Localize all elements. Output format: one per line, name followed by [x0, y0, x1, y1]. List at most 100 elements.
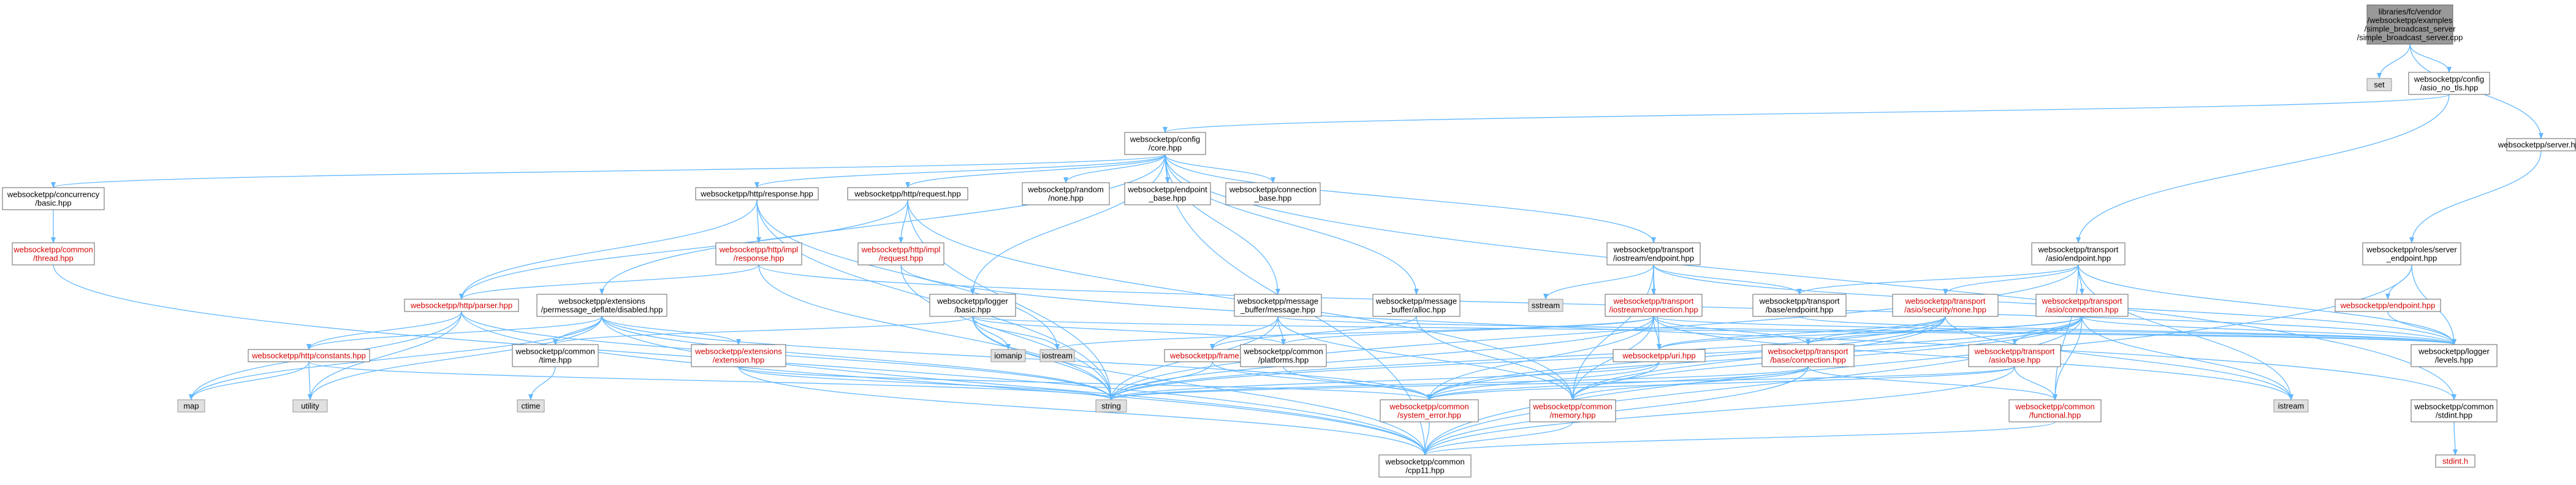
node-connection-base[interactable]: websocketpp/connection_base.hpp — [1225, 182, 1321, 205]
node-box — [1372, 294, 1461, 317]
edge-uri_hpp-to-common_memory — [1570, 361, 1660, 400]
node-server-endpoint[interactable]: websocketpp/roles/server_endpoint.hpp — [2362, 242, 2461, 265]
node-label-line: websocketpp/server.hpp — [2498, 140, 2576, 150]
node-system-error[interactable]: websocketpp/common/system_error.hpp — [1380, 399, 1479, 422]
node-label-line: /levels.hpp — [2435, 356, 2473, 365]
node-label-line: /base/connection.hpp — [1770, 356, 1846, 365]
node-uri-hpp[interactable]: websocketpp/uri.hpp — [1613, 349, 1706, 362]
edge-config_core-to-msg_buffer — [1165, 154, 1280, 295]
edge-asio_base-to-cpp11 — [1423, 366, 2015, 456]
node-label-line: websocketpp/http/impl — [719, 245, 799, 254]
node-stdint-h[interactable]: stdint.h — [2435, 454, 2475, 468]
node-label-line: /basic.hpp — [954, 305, 990, 315]
edge-uri_hpp-to-string — [1109, 361, 1660, 400]
node-label-line: /asio/base.hpp — [1989, 356, 2041, 365]
node-box — [404, 299, 519, 312]
node-common-thread[interactable]: websocketpp/common/thread.hpp — [12, 242, 95, 265]
node-box — [2366, 4, 2453, 45]
node-http-parser[interactable]: websocketpp/http/parser.hpp — [404, 299, 519, 312]
node-common-time[interactable]: websocketpp/common/time.hpp — [512, 344, 599, 367]
edge-asio_base-to-system_error — [1427, 366, 2015, 400]
node-label-line: /permessage_deflate/disabled.hpp — [541, 305, 663, 315]
node-label-line: websocketpp/endpoint.hpp — [2340, 301, 2436, 310]
node-box — [177, 399, 205, 413]
node-utility: utility — [292, 399, 328, 413]
node-iostream-endpoint[interactable]: websocketpp/transport/iostream/endpoint.… — [1606, 242, 1701, 265]
node-impl-response[interactable]: websocketpp/http/impl/response.hpp — [715, 242, 802, 265]
node-common-stdint[interactable]: websocketpp/common/stdint.hpp — [2411, 399, 2498, 422]
edge-server_hpp-to-server_endpoint — [2409, 150, 2542, 243]
node-msg-alloc[interactable]: websocketpp/message_buffer/alloc.hpp — [1372, 294, 1461, 317]
node-box — [1124, 182, 1211, 205]
node-http-response[interactable]: websocketpp/http/response.hpp — [695, 187, 819, 200]
edge-http_parser-to-utility — [308, 311, 462, 400]
node-concurrency-basic[interactable]: websocketpp/concurrency/basic.hpp — [2, 187, 105, 210]
node-endpoint-hpp[interactable]: websocketpp/endpoint.hpp — [2335, 299, 2441, 312]
node-root[interactable]: libraries/fc/vendor/websocketpp/examples… — [2357, 4, 2463, 45]
node-label-line: websocketpp/message — [1237, 297, 1318, 306]
node-box — [2273, 399, 2309, 413]
node-label-line: websocketpp/concurrency — [7, 190, 100, 199]
node-server-hpp[interactable]: websocketpp/server.hpp — [2498, 138, 2576, 151]
node-logger-levels[interactable]: websocketpp/logger/levels.hpp — [2411, 344, 2498, 367]
node-label-line: websocketpp/common — [13, 245, 93, 254]
node-asio-base[interactable]: websocketpp/transport/asio/base.hpp — [1968, 344, 2061, 367]
node-label-line: /thread.hpp — [33, 254, 74, 263]
node-cpp11[interactable]: websocketpp/common/cpp11.hpp — [1378, 454, 1472, 478]
edge-http_parser-to-cpp11 — [461, 311, 1427, 456]
edge-asio_connection-to-string — [1109, 316, 2083, 400]
edge-http_request-to-impl_request — [899, 199, 908, 243]
node-frame-hpp[interactable]: websocketpp/frame.hpp — [1164, 349, 1261, 362]
node-msg-buffer[interactable]: websocketpp/message_buffer/message.hpp — [1234, 294, 1322, 317]
node-label-line: /stdint.hpp — [2436, 411, 2472, 420]
node-asio-no-tls[interactable]: websocketpp/config/asio_no_tls.hpp — [2408, 72, 2490, 95]
node-label-line: websocketpp/http/request.hpp — [854, 189, 960, 199]
node-random-none[interactable]: websocketpp/random/none.hpp — [1022, 182, 1110, 205]
node-iostream-connection[interactable]: websocketpp/transport/iostream/connectio… — [1605, 294, 1703, 317]
edge-msg_alloc-to-frame_hpp — [1210, 316, 1417, 350]
node-base-endpoint[interactable]: websocketpp/transport/base/endpoint.hpp — [1752, 294, 1847, 317]
edge-logger_basic-to-logger_levels — [972, 316, 2456, 345]
node-label-line: /time.hpp — [539, 356, 571, 365]
node-config-core[interactable]: websocketpp/config/core.hpp — [1124, 132, 1206, 155]
edge-endpoint_hpp-to-logger_levels — [2387, 311, 2456, 345]
node-box — [2408, 72, 2490, 95]
edge-asio_endpoint-to-security_none — [1943, 264, 2079, 295]
node-set: set — [2366, 78, 2392, 91]
edge-logger_basic-to-iomanip — [972, 316, 1011, 350]
edge-base_connection-to-string — [1109, 366, 1809, 400]
node-label-line: /none.hpp — [1048, 194, 1084, 203]
node-label-line: /iostream/connection.hpp — [1609, 305, 1698, 315]
node-label-line: websocketpp/extensions — [558, 297, 645, 306]
node-base-connection[interactable]: websocketpp/transport/base/connection.hp… — [1761, 344, 1855, 367]
node-ext-extension[interactable]: websocketpp/extensions/extension.hpp — [691, 344, 786, 367]
node-label-line: websocketpp/connection — [1229, 185, 1316, 194]
node-asio-endpoint[interactable]: websocketpp/transport/asio/endpoint.hpp — [2031, 242, 2126, 265]
node-asio-connection[interactable]: websocketpp/transport/asio/connection.hp… — [2035, 294, 2129, 317]
node-label-line: /base/endpoint.hpp — [1766, 305, 1834, 315]
node-ext-disabled[interactable]: websocketpp/extensions/permessage_deflat… — [536, 294, 667, 317]
node-label-line: websocketpp/roles/server — [2366, 245, 2457, 254]
node-label-line: /simple_broadcast_server — [2365, 25, 2456, 34]
node-http-request[interactable]: websocketpp/http/request.hpp — [847, 187, 968, 200]
node-label-line: websocketpp/common — [2015, 402, 2094, 411]
node-logger-basic[interactable]: websocketpp/logger/basic.hpp — [929, 294, 1016, 317]
node-common-functional[interactable]: websocketpp/common/functional.hpp — [2008, 399, 2102, 422]
edge-config_core-to-iostream_endpoint — [1165, 154, 1656, 243]
node-label-line: /platforms.hpp — [1258, 356, 1309, 365]
edge-logger_basic-to-cpp11 — [972, 316, 1427, 456]
node-impl-request[interactable]: websocketpp/http/impl/request.hpp — [857, 242, 944, 265]
node-common-memory[interactable]: websocketpp/common/memory.hpp — [1529, 399, 1616, 422]
node-endpoint-base[interactable]: websocketpp/endpoint_base.hpp — [1124, 182, 1211, 205]
node-label-line: websocketpp/common — [1385, 457, 1464, 467]
node-label-line: websocketpp/http/impl — [861, 245, 941, 254]
node-common-platforms[interactable]: websocketpp/common/platforms.hpp — [1240, 344, 1327, 367]
edge-security_none-to-string — [1109, 316, 1946, 400]
node-label-line: /asio_no_tls.hpp — [2420, 83, 2479, 93]
node-label-line: websocketpp/transport — [1974, 347, 2055, 356]
edge-http_constants-to-map — [189, 361, 310, 400]
node-security-none[interactable]: websocketpp/transport/asio/security/none… — [1892, 294, 1999, 317]
node-box — [990, 349, 1026, 362]
node-label-line: _base.hpp — [1254, 194, 1292, 203]
node-http-constants[interactable]: websocketpp/http/constants.hpp — [248, 349, 370, 362]
